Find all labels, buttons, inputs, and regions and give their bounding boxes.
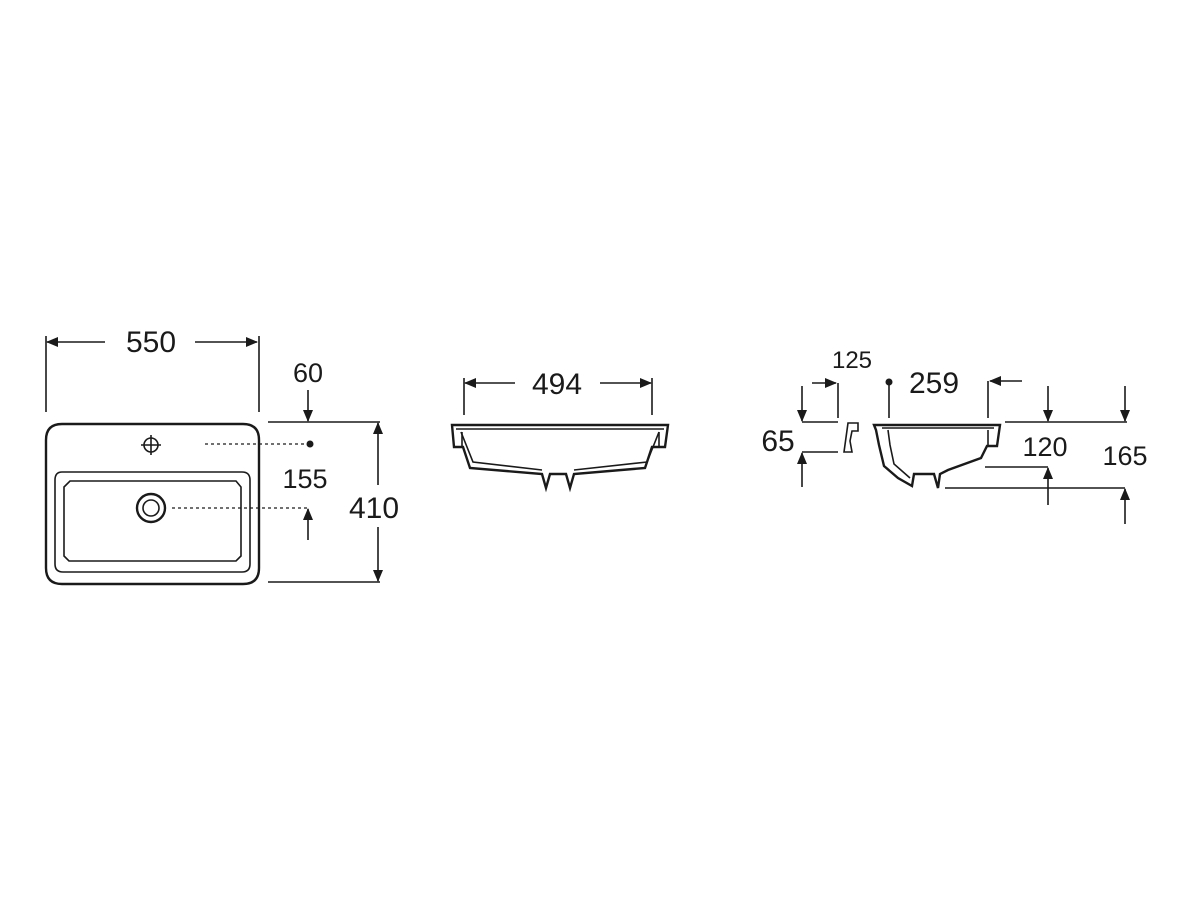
counter-edge	[843, 422, 859, 453]
side-section: 125 259 65 120 165	[761, 347, 1148, 524]
dim-top-depth: 410	[349, 492, 399, 525]
dim-rim-height: 65	[761, 425, 794, 458]
front-elevation: 494	[450, 368, 670, 493]
basin-outline	[44, 422, 261, 586]
dim-tap-offset: 60	[293, 358, 323, 388]
dim-top-width: 550	[126, 326, 176, 359]
plan-view: 550 60 155 410	[44, 326, 399, 586]
dim-rim-width: 125	[832, 347, 872, 374]
dim-bowl-height: 120	[1022, 432, 1067, 462]
tap-hole-icon	[141, 435, 161, 455]
waste-outlet-icon	[135, 492, 167, 524]
bowl-outline	[54, 471, 251, 573]
dim-front-width: 494	[532, 368, 582, 401]
dim-total-height: 165	[1102, 441, 1147, 471]
side-profile	[872, 423, 1002, 489]
dim-bowl-width: 259	[909, 367, 959, 400]
dim-waste-offset: 155	[282, 464, 327, 494]
front-profile	[450, 423, 670, 493]
bowl-inner-outline	[63, 480, 242, 562]
